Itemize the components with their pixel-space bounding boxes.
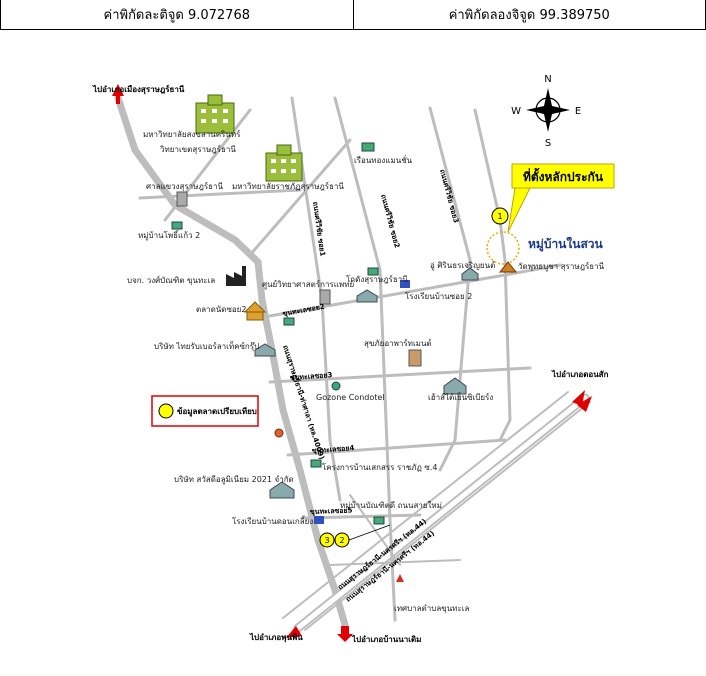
school-icon-2 [314,516,324,524]
direction-arrows [112,84,592,642]
gozone-label: Gozone Condotel [316,393,385,402]
village-icon-3 [283,317,295,326]
comparison-markers: 3 2 [319,524,391,548]
gozone-icon [331,381,341,391]
project-label: โครงการบ้านเสกสรร ราชภัฏ ซ.4 [322,462,437,472]
kt3-road-label: ขุนทะเลซอย3 [290,371,333,382]
building-icons [171,94,518,582]
compass-s: S [545,138,551,149]
university-icon-2 [265,144,303,182]
warehouse-label: เฮ้าส์ไต้เย็นซิเบียร์ง [428,392,493,402]
warehouse-icon-4 [269,481,295,499]
site-location: 1 หมู่บ้านในสวน [486,207,604,265]
soi2-road-label: ถนนศรีวิชัย ซอย2 [379,193,401,248]
marker-3: 3 [324,536,329,545]
arrow-up-icon [112,84,124,104]
highway-4009-label: ถนนสุราษฎร์ธานี-ท่าศาลา (ทล.4009) [281,344,327,461]
company2-label: บริษัท ไทยรับเบอร์ลาเท็คซ์กรุ๊ป [154,341,259,351]
compass-e: E [575,106,581,117]
warehouse-icon-3 [443,377,467,395]
village-icon [171,221,183,230]
collateral-callout: ที่ตั้งหลักประกัน [507,163,615,233]
ruenthong-label: เรือนทองแมนชั่น [354,154,413,165]
warehouse-icon-2 [356,289,378,303]
village-icon-6 [367,267,379,276]
building-icon-2 [319,289,331,305]
marker-1: 1 [497,212,502,221]
to-donsak-label: ไปอำเภอดอนสัก [551,369,609,379]
khuntale-soi3-road [268,366,532,384]
court-label: ศาลแขวงสุราษฎร์ธานี [146,181,223,191]
market2-label: ตลาดนัดซอย2 [196,305,246,314]
legend-text: ข้อมูลตลาดเปรียบเทียบ [177,406,257,417]
company3-label: บริษัท สวัสดีอลูมิเนียม 2021 จำกัด [174,475,294,485]
arrow-ne-icon [572,390,585,406]
kt5-road-label: ขุนทะเลซอย5 [310,507,353,516]
srivichai-soi3-road [428,106,472,442]
village-phoson-label: หมู่บ้านโพธิ์แก้ว 2 [138,229,200,241]
arrow-sw-icon [286,626,302,638]
latitude-label: ค่าพิกัดละติจูด 9.072768 [0,0,353,29]
to-muang-label: ไปอำเภอเมืองสุราษฎร์ธานี [92,84,185,95]
apartment-label: สุขภัยอาพาร์ทเมนต์ [364,338,432,348]
to-phunphin-label: ไปอำเภอพุนพิน [249,632,303,643]
warehouse-icon [254,343,276,357]
warehouse-icon-5 [461,267,479,281]
uni2-label: มหาวิทยาลัยราชภัฏสุราษฎร์ธานี [232,181,344,191]
coordinate-header: ค่าพิกัดละติจูด 9.072768 ค่าพิกัดลองจิจู… [0,0,706,30]
science-center-label: ศูนย์วิทยาศาสตร์การแพทย์ [262,279,354,290]
site-name: หมู่บ้านในสวน [528,236,604,252]
khuntale-soi5-road [303,513,422,520]
road-network [114,94,591,633]
srivichai-soi2-road [333,96,397,622]
village-bandit-label: หมู่บ้านบัณฑิตดี ถนนสายใหม่ [340,501,442,511]
university-icon [195,94,235,134]
temple-icon [498,261,518,273]
place-labels: ไปอำเภอเมืองสุราษฎร์ธานี มหาวิทยาลัยสงขล… [92,84,609,644]
callout-text: ที่ตั้งหลักประกัน [523,167,604,184]
arrow-ne-icon-2 [577,396,592,412]
factory-icon [226,266,246,286]
building-icon [176,191,188,207]
village-icon-4 [310,459,322,468]
highway-44-road-b [304,401,591,631]
compass-rose: N S E W [511,74,581,149]
building-icon-3 [408,349,422,367]
khuntale-soi4-road [286,438,507,457]
marker-2: 2 [339,536,344,545]
wat-label: วัดพุทธบูชา สุราษฎร์ธานี [518,261,605,272]
kt2-road-label: ขุนทะเลซอย2 [282,303,325,318]
village-icon-2 [361,142,375,152]
srivichai-soi1-road [290,96,342,502]
compass-w: W [511,106,521,117]
village-icon-5 [373,516,385,525]
arrow-down-icon [337,626,353,642]
legend-box: ข้อมูลตลาดเปรียบเทียบ [151,395,259,427]
subdistrict-label: เทศบาลตำบลขุนทะเล [394,604,469,613]
uni1-line2-label: วิทยาเขตสุราษฎร์ธานี [159,144,236,154]
school-kokdang-label: โรงเรียนบ้านดอนเกลี้ยง [232,515,313,526]
compass-n: N [544,74,551,85]
school-icon [400,280,410,288]
kt4-road-label: ขุนทะเลซอย4 [312,444,355,455]
uni1-line1-label: มหาวิทยาลัยสงขลานครินทร์ [143,129,241,139]
company1-label: บจก. วงศ์บัณฑิต ขุนทะเล [127,275,215,285]
school-soi2-label: โรงเรียนบ้านซอย 2 [405,291,472,301]
highway-4009-road [114,94,349,629]
misc-icon [274,428,284,438]
khuntale-soi2-road [256,273,507,320]
emblem-icon [396,574,404,582]
u-srin-label: อู่ ศิรินธรเจริญยนต์ [430,260,495,271]
kokdang-label: โกดังสุราษฎร์ธานี [346,274,408,284]
to-bannadoem-label: ไปอำเภอบ้านนาเดิม [351,634,421,644]
